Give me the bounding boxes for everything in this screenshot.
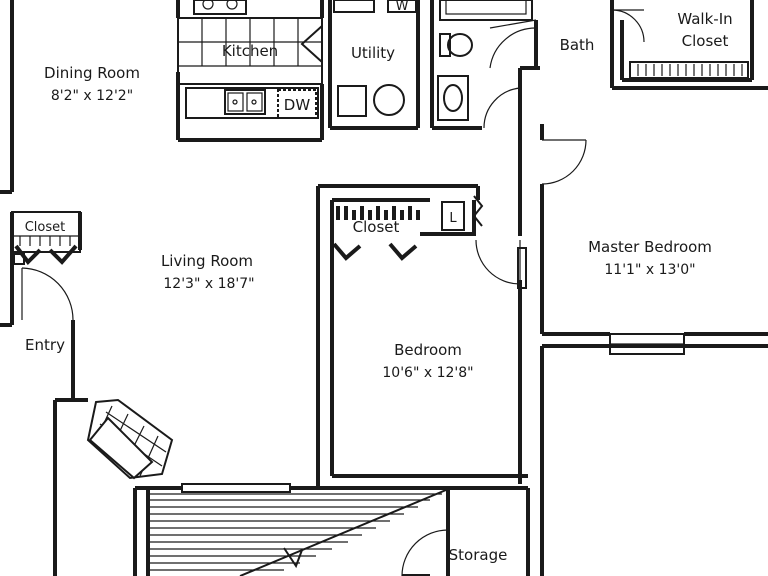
living-room-dims: 12'3" x 18'7" xyxy=(163,276,254,292)
kitchen-label: Kitchen xyxy=(222,42,278,60)
storage: Storage xyxy=(401,529,508,576)
dining-room: Dining Room 8'2" x 12'2" xyxy=(44,64,140,104)
master-bedroom-dims: 11'1" x 13'0" xyxy=(604,262,695,278)
kitchen-fixtures: DW Kitchen xyxy=(177,0,323,119)
entry: Entry xyxy=(21,267,74,354)
utility-label: Utility xyxy=(351,44,395,62)
fireplace xyxy=(86,398,174,480)
dining-room-label: Dining Room xyxy=(44,64,140,82)
bedroom: Bedroom 10'6" x 12'8" xyxy=(382,247,527,381)
bath-fixtures: Bath xyxy=(437,0,595,129)
storage-label: Storage xyxy=(449,546,508,564)
washer-label: W xyxy=(396,0,409,14)
utility-fixtures: W Utility xyxy=(333,0,417,117)
entry-closet: Closet xyxy=(12,220,80,266)
master-bedroom-label: Master Bedroom xyxy=(588,238,712,256)
walkin-closet: Walk-In Closet xyxy=(611,9,749,79)
living-room-label: Living Room xyxy=(161,252,253,270)
entry-label: Entry xyxy=(25,336,65,354)
dishwasher-label: DW xyxy=(284,96,311,114)
stairs xyxy=(148,489,447,576)
walkin-closet-label-line1: Walk-In xyxy=(677,10,732,28)
walkin-closet-label-line2: Closet xyxy=(682,32,729,50)
linen-closet-label: L xyxy=(449,211,457,226)
bedroom-closet: Closet L xyxy=(332,195,521,285)
living-room: Living Room 12'3" x 18'7" xyxy=(161,252,291,493)
bath-label: Bath xyxy=(560,36,595,54)
entry-closet-label: Closet xyxy=(25,220,66,235)
dining-room-dims: 8'2" x 12'2" xyxy=(51,88,133,104)
bedroom-dims: 10'6" x 12'8" xyxy=(382,365,473,381)
bedroom-label: Bedroom xyxy=(394,341,462,359)
master-bedroom: Master Bedroom 11'1" x 13'0" xyxy=(541,139,712,355)
bedroom-closet-label: Closet xyxy=(353,218,400,236)
